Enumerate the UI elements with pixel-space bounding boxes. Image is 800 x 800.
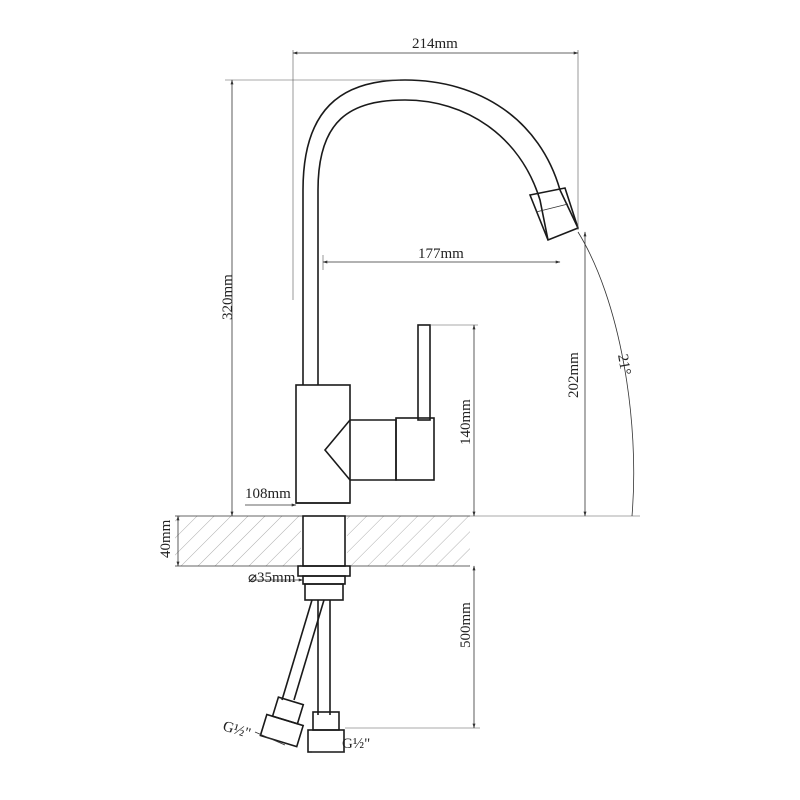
faucet-body <box>295 79 579 504</box>
label-reach: 177mm <box>418 246 464 262</box>
label-counter-thickness: 40mm <box>158 519 174 558</box>
label-swivel-angle: 21° <box>614 353 633 376</box>
countertop <box>175 515 470 567</box>
label-body-width: 108mm <box>245 486 291 502</box>
label-hose-length: 500mm <box>458 602 474 648</box>
label-body-height: 140mm <box>458 399 474 445</box>
dimension-lines <box>176 50 640 753</box>
label-thread-left: G½" <box>221 719 253 743</box>
mounting-shank <box>297 515 351 601</box>
label-mount-diameter: ⌀35mm <box>248 570 296 586</box>
label-width-top: 214mm <box>412 36 458 52</box>
label-spout-height: 202mm <box>566 352 582 398</box>
label-thread-right: G½" <box>342 736 370 752</box>
supply-hoses <box>259 599 345 753</box>
label-height-total: 320mm <box>220 274 236 320</box>
